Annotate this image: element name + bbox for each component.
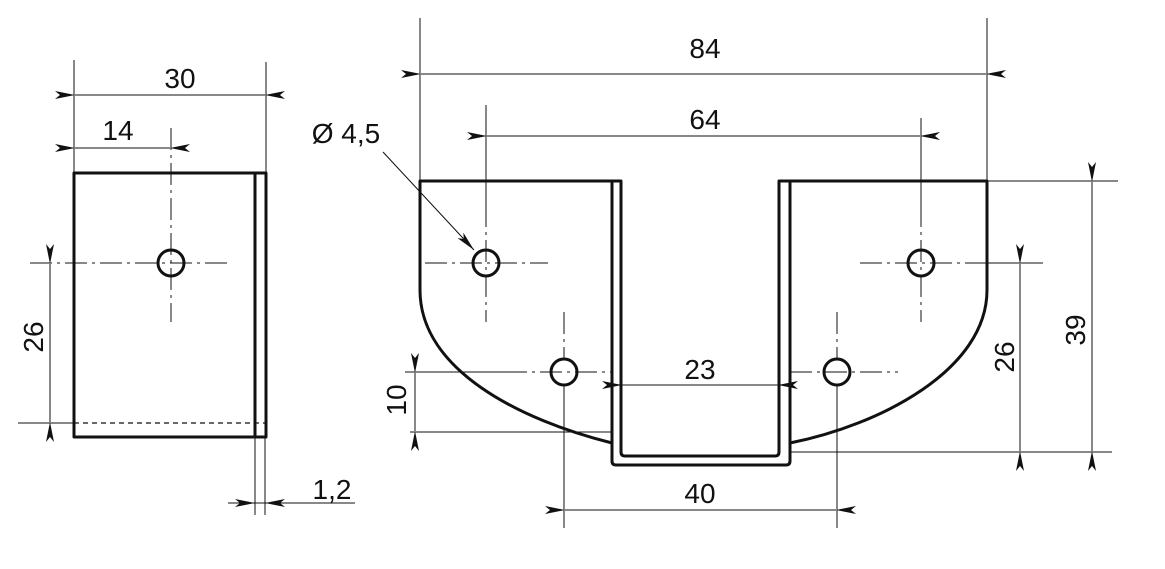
- side-view: 30 14 26 1,2: [18, 60, 355, 515]
- dim-label-hole-diameter: Ø 4,5: [312, 118, 380, 149]
- dim-label-40: 40: [684, 478, 715, 509]
- dim-label-84: 84: [689, 33, 720, 64]
- dim-label-39: 39: [1060, 314, 1091, 345]
- dim-label-1-2: 1,2: [313, 474, 352, 505]
- dim-label-23: 23: [684, 354, 715, 385]
- dim-label-26-front: 26: [989, 341, 1020, 372]
- dim-label-26-side: 26: [18, 321, 49, 352]
- dim-label-30: 30: [164, 63, 195, 94]
- dim-label-14: 14: [102, 115, 133, 146]
- u-channel-outer: [610, 181, 792, 467]
- dim-label-64: 64: [689, 104, 720, 135]
- dim-label-10: 10: [381, 384, 412, 415]
- side-view-outline: [72, 171, 268, 439]
- hole-diameter-leader: [382, 151, 475, 251]
- front-view: 84 64 Ø 4,5 23 40 10 26 39: [312, 18, 1118, 528]
- front-view-outline: [418, 179, 989, 458]
